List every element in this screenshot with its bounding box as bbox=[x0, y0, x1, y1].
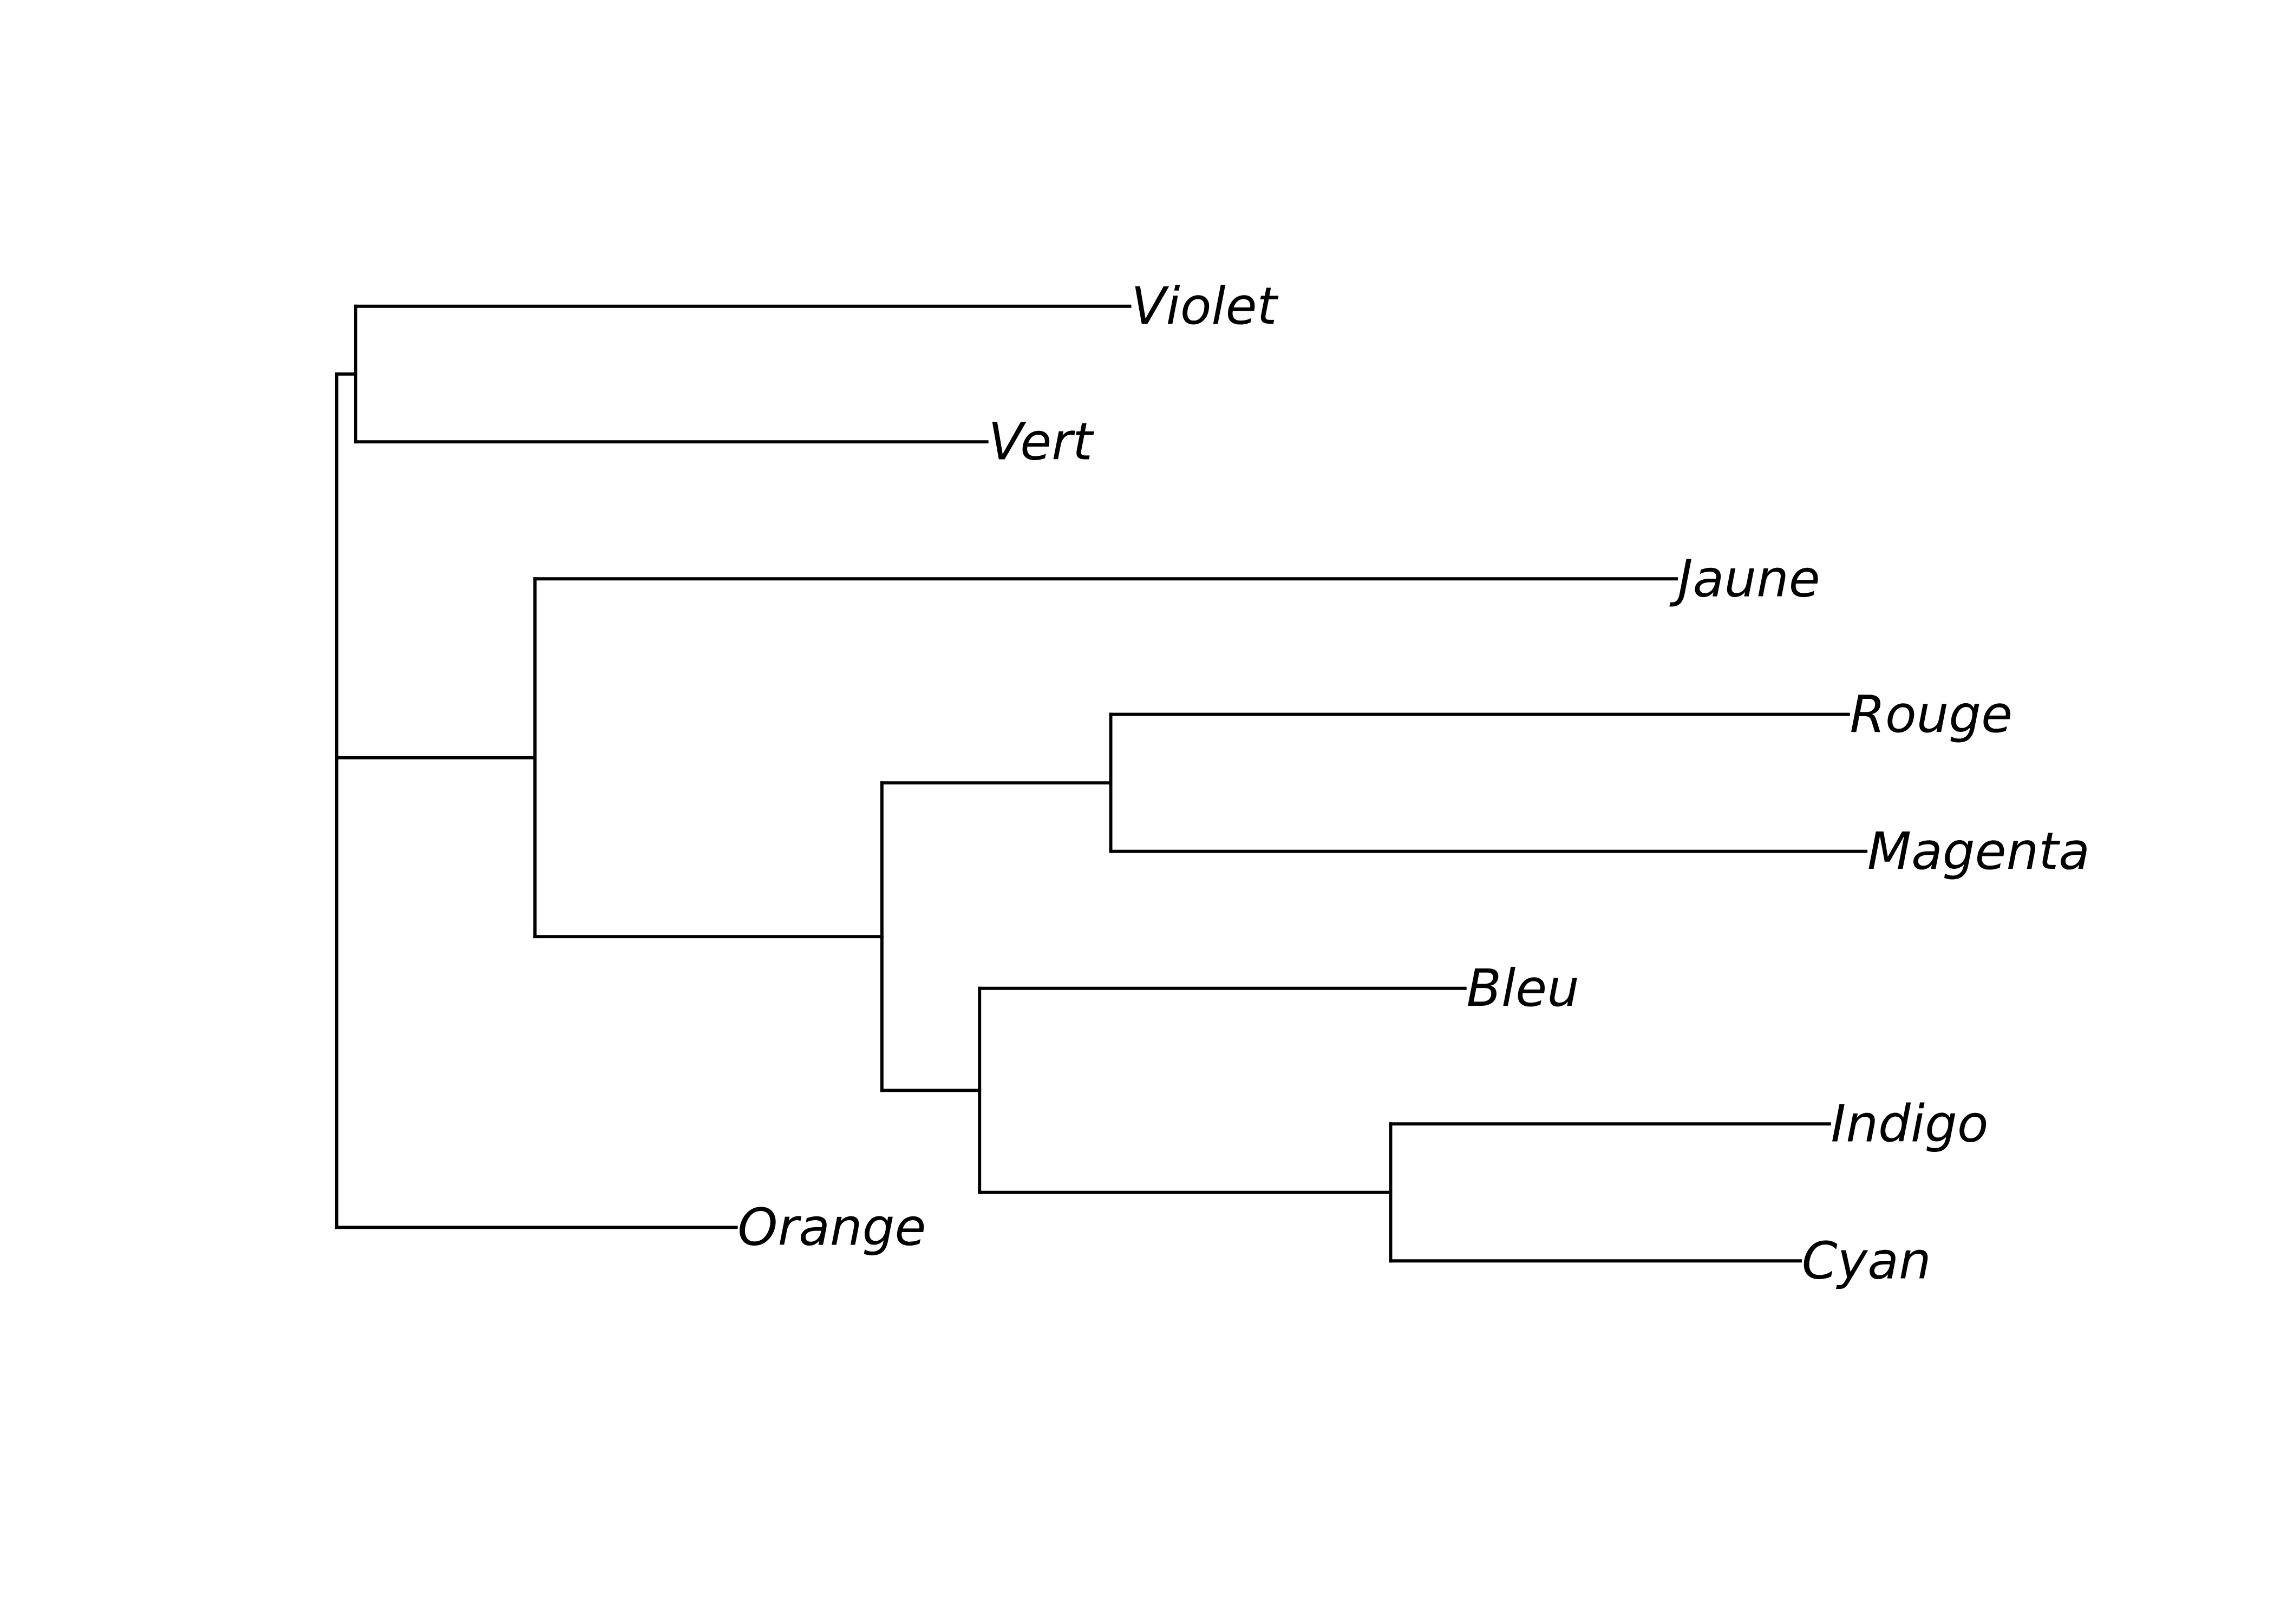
tip-label-magenta: Magenta bbox=[1867, 822, 2090, 881]
tip-label-rouge: Rouge bbox=[1850, 685, 2013, 744]
branches bbox=[335, 304, 1868, 1263]
tip-label-jaune: Jaune bbox=[1669, 550, 1820, 609]
tip-label-cyan: Cyan bbox=[1802, 1232, 1931, 1291]
tip-label-orange: Orange bbox=[737, 1199, 926, 1258]
tip-label-vert: Vert bbox=[988, 412, 1094, 472]
tip-label-indigo: Indigo bbox=[1831, 1095, 1989, 1154]
tip-label-violet: Violet bbox=[1131, 277, 1278, 336]
tip-label-bleu: Bleu bbox=[1466, 959, 1579, 1018]
tip-labels: VioletVertJauneRougeMagentaBleuIndigoCya… bbox=[737, 277, 2090, 1291]
